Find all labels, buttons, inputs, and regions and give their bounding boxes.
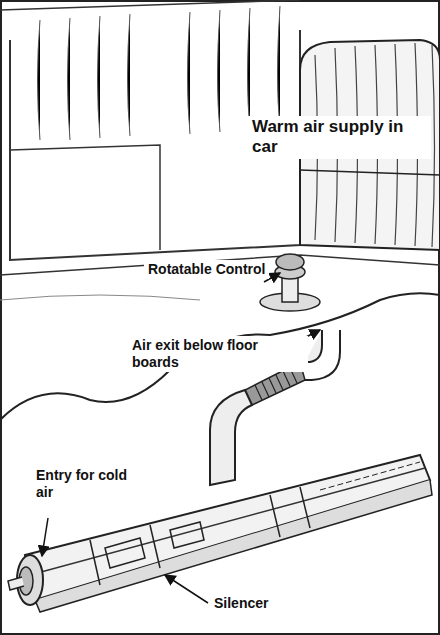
- callout-label: Silencer: [210, 594, 272, 613]
- leader-lines: [42, 273, 320, 603]
- callout-label: Warm air supply in car: [248, 116, 431, 159]
- callout-label: Rotatable Control: [144, 260, 269, 279]
- callout-label: Air exit below floor boards: [128, 336, 308, 372]
- callout-label: Entry for cold air: [32, 466, 136, 502]
